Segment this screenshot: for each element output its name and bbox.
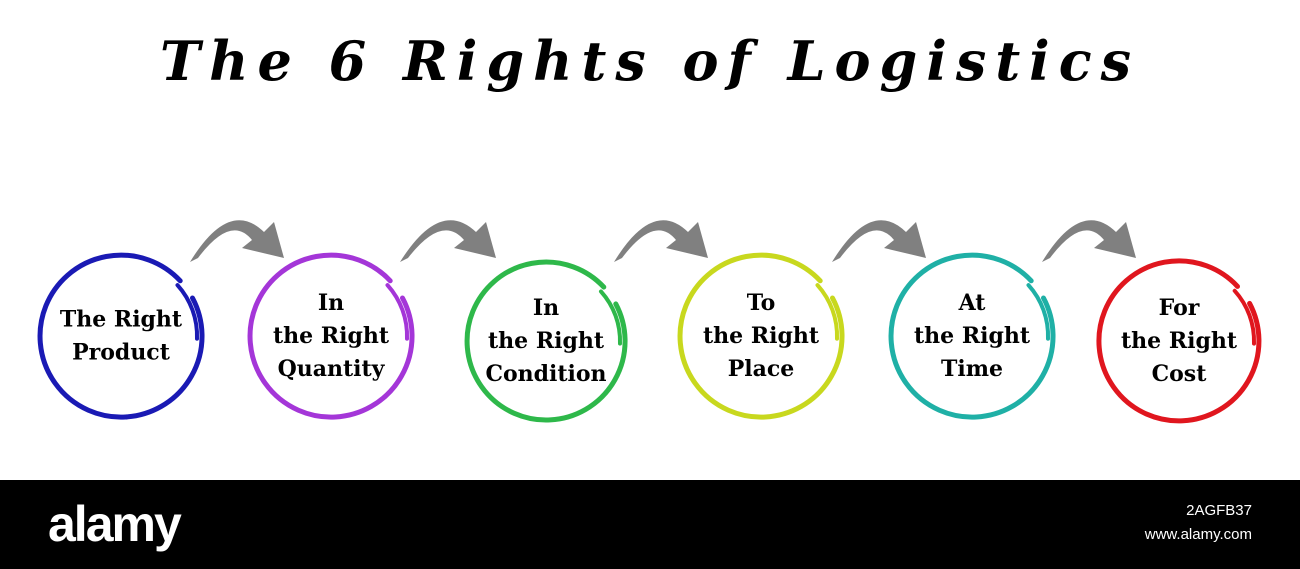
step-label-line: the Right [1121, 328, 1238, 354]
step-label-line: the Right [703, 323, 820, 349]
step-ring-tail [599, 289, 623, 346]
step-label-line: the Right [488, 328, 605, 354]
diagram-title: The 6 Rights of Logistics [160, 29, 1140, 93]
flow-arrow-icon [1042, 220, 1136, 262]
arrows-layer [190, 220, 1136, 262]
step-ring-tail [385, 283, 410, 341]
step-label-line: Place [728, 356, 795, 382]
step-label-line: In [318, 290, 344, 316]
step-label-line: the Right [914, 323, 1031, 349]
flow-arrow-icon [614, 220, 708, 262]
step-label-line: The Right [60, 307, 183, 333]
site-url: www.alamy.com [1144, 526, 1252, 543]
step-label-line: At [958, 290, 987, 316]
watermark-bar: alamy 2AGFB37 www.alamy.com [0, 480, 1300, 569]
brand-logo: alamy [48, 496, 182, 552]
step-ring [464, 259, 628, 423]
step-label-line: the Right [273, 323, 390, 349]
step-label-line: Condition [485, 361, 606, 387]
step-label-line: Time [941, 356, 1003, 382]
step-label-line: To [747, 290, 776, 316]
flow-arrow-icon [832, 220, 926, 262]
flow-arrow-icon [400, 220, 496, 262]
step-ring-tail [1232, 288, 1257, 346]
step-label-line: Cost [1152, 361, 1208, 387]
step-ring [37, 252, 205, 420]
step-label-line: Quantity [278, 356, 386, 382]
step-ring [888, 252, 1056, 420]
image-id: 2AGFB37 [1186, 502, 1252, 519]
step-label-line: In [533, 295, 559, 321]
step-ring-tail [1026, 283, 1051, 341]
step-label-line: For [1159, 295, 1200, 321]
step-ring [1096, 258, 1262, 424]
step-ring-tail [175, 283, 200, 341]
step-ring-tail [815, 283, 840, 341]
step-ring [247, 252, 415, 420]
step-label-line: Product [72, 340, 171, 366]
step-ring [677, 252, 845, 420]
flow-arrow-icon [190, 220, 284, 262]
